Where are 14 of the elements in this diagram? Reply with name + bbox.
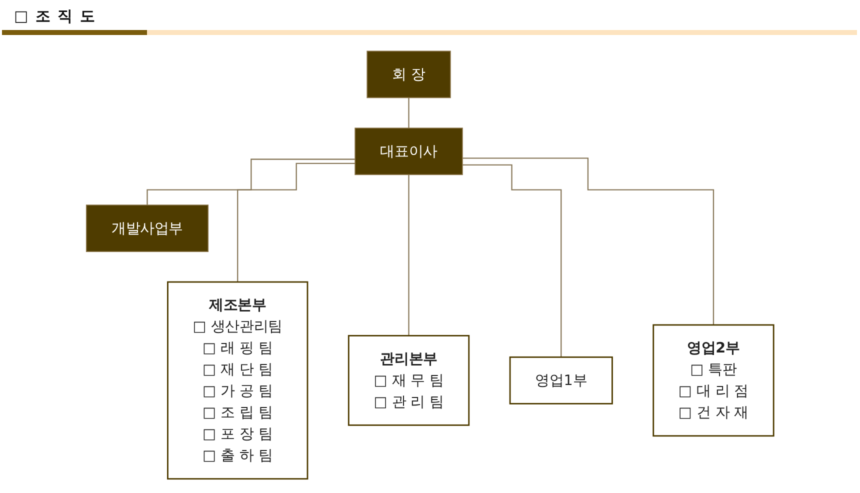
node-box: 제조본부 □ 생산관리팀 □ 래 핑 팀 □ 재 단 팀 □ 가 공 팀 □ 조 립 팀 □ 포 장 팀 □ 출 하 팀 bbox=[167, 281, 308, 480]
node-box: 대표이사 bbox=[354, 128, 463, 176]
node-box: 영업1부 bbox=[509, 356, 613, 404]
connector bbox=[237, 162, 356, 283]
node-box: 개발사업부 bbox=[86, 204, 209, 252]
connector bbox=[462, 164, 562, 358]
node-box: 회 장 bbox=[366, 50, 451, 98]
node-box: 관리본부 □ 재 무 팀 □ 관 리 팀 bbox=[348, 334, 470, 426]
connector bbox=[462, 158, 714, 326]
connector bbox=[408, 97, 410, 129]
connector bbox=[146, 158, 356, 206]
title: □ 조 직 도 bbox=[14, 7, 96, 26]
node-box: 영업2부 □ 특판 □ 대 리 점 □ 건 자 재 bbox=[652, 324, 774, 437]
connector bbox=[408, 174, 410, 336]
